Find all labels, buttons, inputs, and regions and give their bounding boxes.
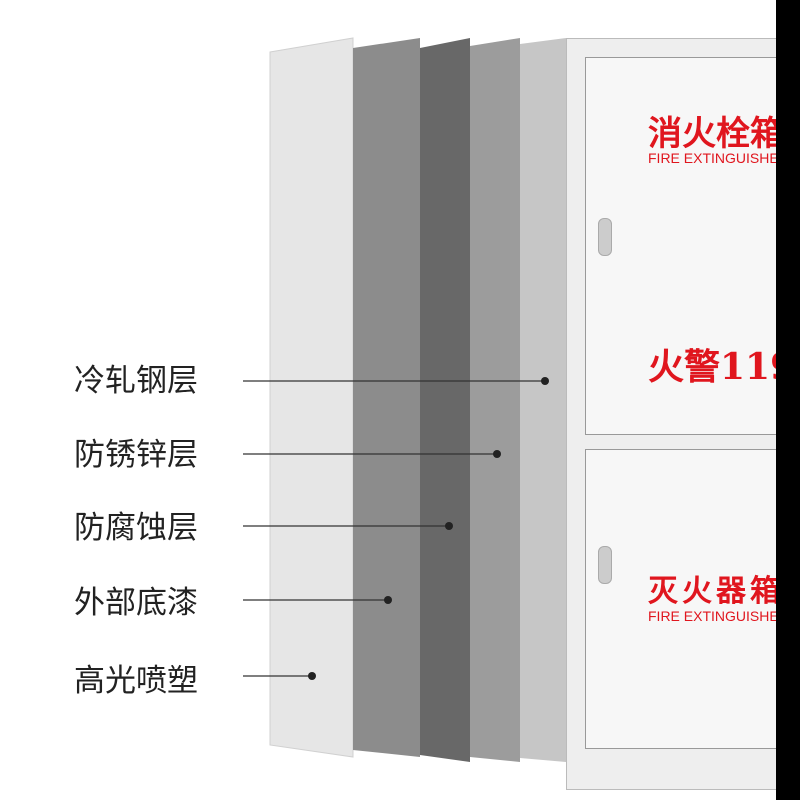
black-edge-strip [776,0,800,800]
cabinet-top-subtitle: FIRE EXTINGUISHER BOX [648,150,800,166]
pointer-dot [493,450,501,458]
fire-cabinet: 消火栓箱 FIRE EXTINGUISHER BOX 火警119 灭火器箱 FI… [566,38,800,790]
cabinet-bottom-subtitle: FIRE EXTINGUISHER BOX [648,608,800,624]
layer-label-anticorrosion: 防腐蚀层 [74,510,198,546]
layer-label-primer: 外部底漆 [74,585,198,621]
pointer-dot [308,672,316,680]
panel-high-gloss-coating [269,37,354,758]
pointer-dot [541,377,549,385]
door-handle-icon [598,546,612,584]
panel-zinc [470,38,520,762]
cabinet-top-title: 消火栓箱 [648,114,784,154]
cabinet-bottom-title: 灭火器箱 [648,574,784,609]
pointer-dot [384,596,392,604]
layer-label-high-gloss: 高光喷塑 [74,663,198,699]
cabinet-phone: 火警119 [648,346,796,388]
door-handle-icon [598,218,612,256]
panel-primer [353,38,420,757]
pointer-dot [445,522,453,530]
layer-label-cold-rolled-steel: 冷轧钢层 [74,363,198,399]
panel-anticorrosion [420,38,470,762]
layer-label-zinc: 防锈锌层 [74,437,198,473]
cabinet-top-door: 消火栓箱 FIRE EXTINGUISHER BOX 火警119 [585,57,800,435]
panel-cold-rolled-steel [520,38,566,762]
cabinet-bottom-door: 灭火器箱 FIRE EXTINGUISHER BOX [585,449,800,749]
